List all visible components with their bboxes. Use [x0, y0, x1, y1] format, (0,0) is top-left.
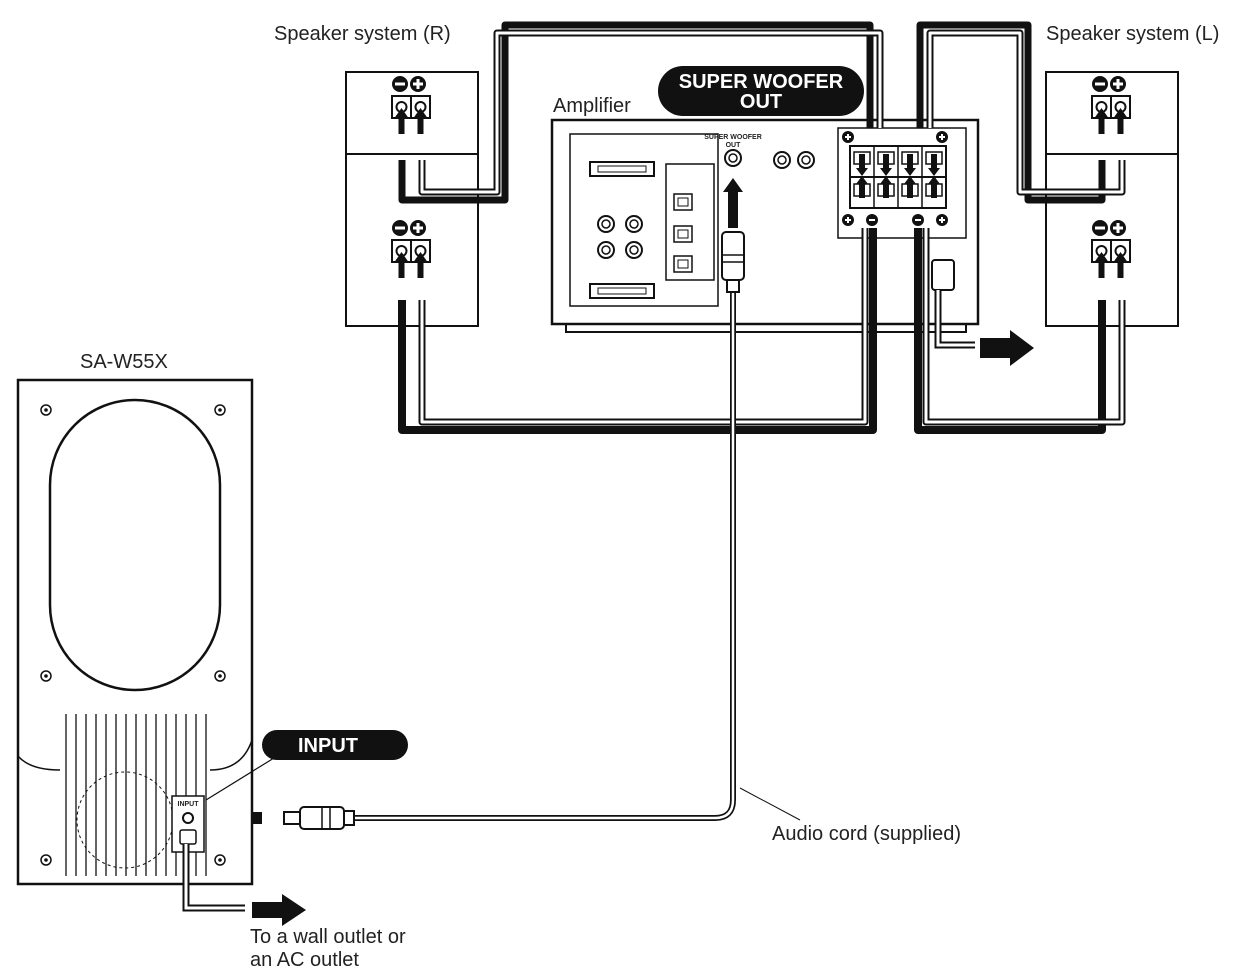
- amp-power-arrow-icon: [980, 330, 1034, 366]
- super-woofer-out-jack: [724, 149, 742, 167]
- super-woofer-out-label: OUT: [740, 91, 782, 113]
- subwoofer-model-label: SA-W55X: [80, 351, 168, 373]
- amp-polarity-marks: [842, 131, 948, 226]
- amplifier-label: Amplifier: [553, 95, 631, 117]
- panel-super-woofer-out-label: OUT: [726, 142, 742, 149]
- input-callout: INPUT: [262, 730, 408, 760]
- audio-cord-label: Audio cord (supplied): [772, 823, 961, 845]
- wall-outlet-label-line2: an AC outlet: [250, 949, 359, 971]
- amp-jack-arrow-icon: [723, 178, 743, 228]
- panel-input-label: INPUT: [178, 801, 200, 808]
- speaker-cables: [398, 21, 1126, 434]
- speaker-right-label: Speaker system (R): [274, 23, 451, 45]
- amplifier: SUPER WOOFER OUT: [550, 118, 1034, 366]
- wall-outlet-arrow-icon: [252, 894, 306, 926]
- speaker-system-left: [1045, 71, 1179, 327]
- speaker-left-label: Speaker system (L): [1046, 23, 1219, 45]
- panel-super-woofer-label: SUPER WOOFER: [704, 134, 762, 141]
- input-leader-line: [205, 757, 275, 801]
- speaker-system-right: [345, 71, 479, 327]
- wall-outlet-label-line1: To a wall outlet or: [250, 926, 406, 948]
- input-label: INPUT: [298, 735, 358, 757]
- super-woofer-label: SUPER WOOFER: [679, 71, 844, 93]
- subwoofer: INPUT: [16, 378, 306, 926]
- super-woofer-out-callout: SUPER WOOFER OUT: [658, 66, 864, 116]
